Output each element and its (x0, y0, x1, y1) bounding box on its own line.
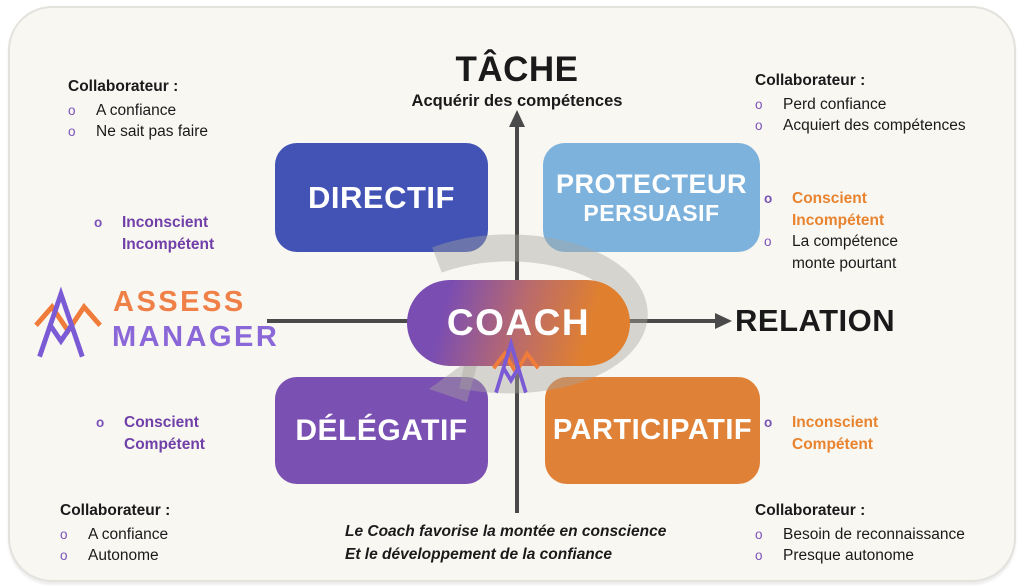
circle-bullet-icon: o (764, 415, 773, 430)
state-line: Inconscient (122, 214, 209, 231)
list-item: o Acquiert des compétences (755, 115, 966, 137)
list-item: o Ne sait pas faire (68, 121, 208, 143)
axis-title-tache: TÂCHE (455, 50, 579, 89)
list-item: o Presque autonome (755, 545, 965, 567)
annotation-title: Collaborateur : (68, 78, 179, 95)
state-inconscient-competent: o Inconscient Compétent (764, 412, 878, 455)
axis-label-relation: RELATION (735, 303, 896, 338)
list-item: o A confiance (68, 100, 208, 122)
state-line: Incompétent (122, 235, 215, 253)
list-item-text: Acquiert des compétences (783, 117, 966, 134)
list-item: o La compétence (764, 231, 898, 253)
annotation-bottom-right: Collaborateur : o Besoin de reconnaissan… (755, 500, 965, 567)
list-item-text: monte pourtant (792, 254, 897, 272)
list-item: o Autonome (60, 545, 170, 567)
circle-bullet-icon: o (755, 96, 763, 112)
state-line: Conscient (792, 190, 867, 207)
list-item-text: La compétence (792, 233, 898, 250)
list-item: o Inconscient (764, 412, 878, 434)
list-item-text: Presque autonome (783, 547, 914, 564)
quadrant-directif: DIRECTIF (275, 143, 488, 252)
state-line: Compétent (124, 435, 205, 453)
coach-pill: COACH (407, 280, 630, 366)
quadrant-protecteur: PROTECTEUR PERSUASIF (543, 143, 760, 252)
circle-bullet-icon: o (94, 215, 103, 230)
annotation-title: Collaborateur : (60, 502, 171, 519)
logo-word-assess: ASSESS (113, 286, 246, 318)
circle-bullet-icon: o (96, 415, 105, 430)
circle-bullet-icon: o (60, 548, 68, 563)
quadrant-participatif-label: PARTICIPATIF (552, 414, 753, 446)
annotation-bottom-left: Collaborateur : o A confiance o Autonome (60, 500, 170, 567)
list-item: o Conscient (764, 188, 898, 210)
quadrant-protecteur-line2: PERSUASIF (583, 199, 720, 226)
list-item-text: Autonome (88, 547, 159, 564)
list-item-text: A confiance (96, 101, 177, 119)
state-line: Inconscient (792, 414, 879, 431)
list-item: o Perd confiance (755, 94, 966, 116)
circle-bullet-icon: o (755, 118, 763, 133)
annotation-title: Collaborateur : (755, 72, 866, 89)
list-item-text: Ne sait pas faire (96, 123, 208, 140)
logo-word-manager: MANAGER (112, 321, 280, 353)
quadrant-delegatif-label: DÉLÉGATIF (295, 413, 468, 447)
quadrant-directif-label: DIRECTIF (308, 179, 455, 215)
state-line: Compétent (792, 435, 873, 453)
quadrant-participatif: PARTICIPATIF (545, 377, 760, 484)
state-conscient-competent: o Conscient Compétent (96, 412, 205, 455)
circle-bullet-icon: o (755, 526, 763, 542)
quadrant-delegatif: DÉLÉGATIF (275, 377, 488, 484)
footer-line-1: Le Coach favorise la montée en conscienc… (345, 523, 667, 540)
annotation-top-right: Collaborateur : o Perd confiance o Acqui… (755, 70, 966, 137)
footer-line-2: Et le développement de la confiance (345, 546, 613, 563)
list-item-text: A confiance (88, 525, 169, 543)
list-item: o Conscient (96, 412, 205, 434)
footer-caption: Le Coach favorise la montée en conscienc… (345, 520, 666, 566)
circle-bullet-icon: o (764, 191, 773, 206)
coach-label: COACH (446, 302, 591, 343)
circle-bullet-icon: o (764, 234, 772, 249)
state-line: Conscient (124, 414, 199, 431)
circle-bullet-icon: o (60, 526, 68, 542)
state-inconscient-incompetent: o Inconscient Incompétent (94, 212, 214, 255)
state-line: Incompétent (792, 211, 885, 229)
list-item: o A confiance (60, 524, 170, 546)
state-conscient-incompetent: o Conscient Incompétent o La compétence … (764, 188, 898, 274)
list-item-text: Perd confiance (783, 95, 887, 113)
circle-bullet-icon: o (68, 124, 76, 139)
annotation-title: Collaborateur : (755, 502, 866, 519)
annotation-top-left: Collaborateur : o A confiance o Ne sait … (68, 76, 208, 143)
axis-subtitle-competences: Acquérir des compétences (411, 92, 623, 110)
list-item: o Inconscient (94, 212, 214, 234)
list-item-text: Besoin de reconnaissance (783, 525, 965, 543)
circle-bullet-icon: o (755, 548, 763, 563)
circle-bullet-icon: o (68, 102, 76, 118)
quadrant-protecteur-line1: PROTECTEUR (555, 168, 747, 199)
list-item: o Besoin de reconnaissance (755, 524, 965, 546)
